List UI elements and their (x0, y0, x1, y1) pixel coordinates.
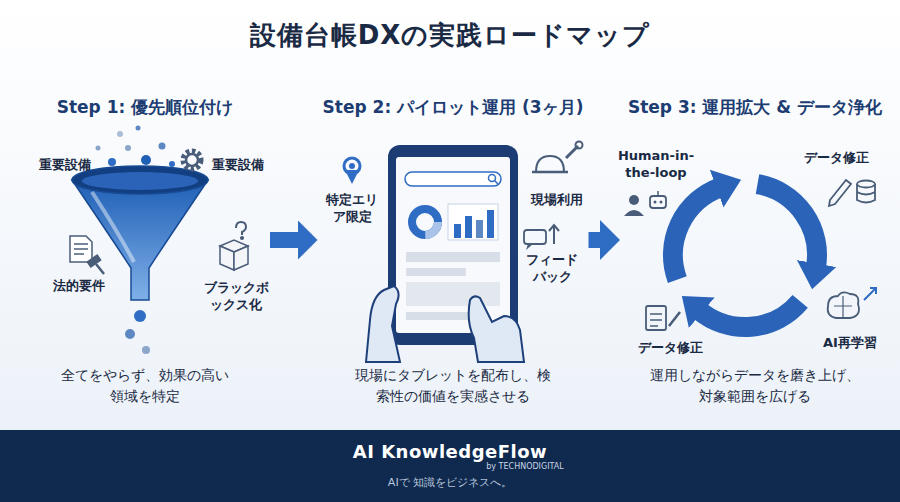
step-arrow (270, 232, 300, 248)
cycle-illustration (624, 180, 876, 330)
step-caption: 全てをやらず、効果の高い領域を特定 (60, 365, 230, 406)
icon-label: 特定エリア限定 (322, 192, 382, 226)
step-heading: Step 1: 優先順位付け (57, 96, 234, 119)
icon-label: AI再学習 (812, 335, 888, 352)
step-heading: Step 2: パイロット運用 (3ヶ月) (323, 96, 584, 119)
step-arrow (589, 232, 603, 248)
icon-label: データ修正 (630, 340, 710, 357)
step-column: Step 2: パイロット運用 (3ヶ月) 現場にタブレットを配布し、検索性の価値… (318, 92, 589, 410)
diagram-title: 設備台帳DXの実践ロードマップ (0, 18, 900, 53)
step-column: Step 1: 優先順位付け全てをやらず、効果の高い領域を特定 (20, 92, 270, 410)
footer-sub: by TECHNODIGITAL (486, 462, 563, 472)
footer-tagline: AIで 知識をビジネスへ。 (388, 475, 512, 492)
step-caption: 運用しながらデータを磨き上げ、対象範囲を広げる (645, 365, 865, 406)
icon-label: 重要設備 (30, 157, 100, 174)
icon-label: Human-in-the-loop (612, 148, 700, 182)
footer-band: AI KnowledgeFlowby TECHNODIGITAL AIで 知識をビ… (0, 430, 900, 502)
step-heading: Step 3: 運用拡大 & データ浄化 (628, 96, 882, 119)
step-caption: 現場にタブレットを配布し、検索性の価値を実感させる (353, 365, 553, 406)
tablet-illustration (344, 142, 583, 363)
icon-label: フィードバック (522, 252, 582, 286)
icon-label: 現場利用 (526, 192, 588, 209)
icon-label: データ修正 (795, 150, 877, 167)
icon-label: 法的要件 (44, 278, 114, 295)
step-column: Step 3: 運用拡大 & データ浄化運用しながらデータを磨き上げ、対象範囲を… (620, 92, 890, 410)
icon-label: 重要設備 (203, 157, 273, 174)
footer-brand: AI KnowledgeFlow (353, 441, 547, 463)
icon-label: ブラックボックス化 (200, 280, 272, 314)
